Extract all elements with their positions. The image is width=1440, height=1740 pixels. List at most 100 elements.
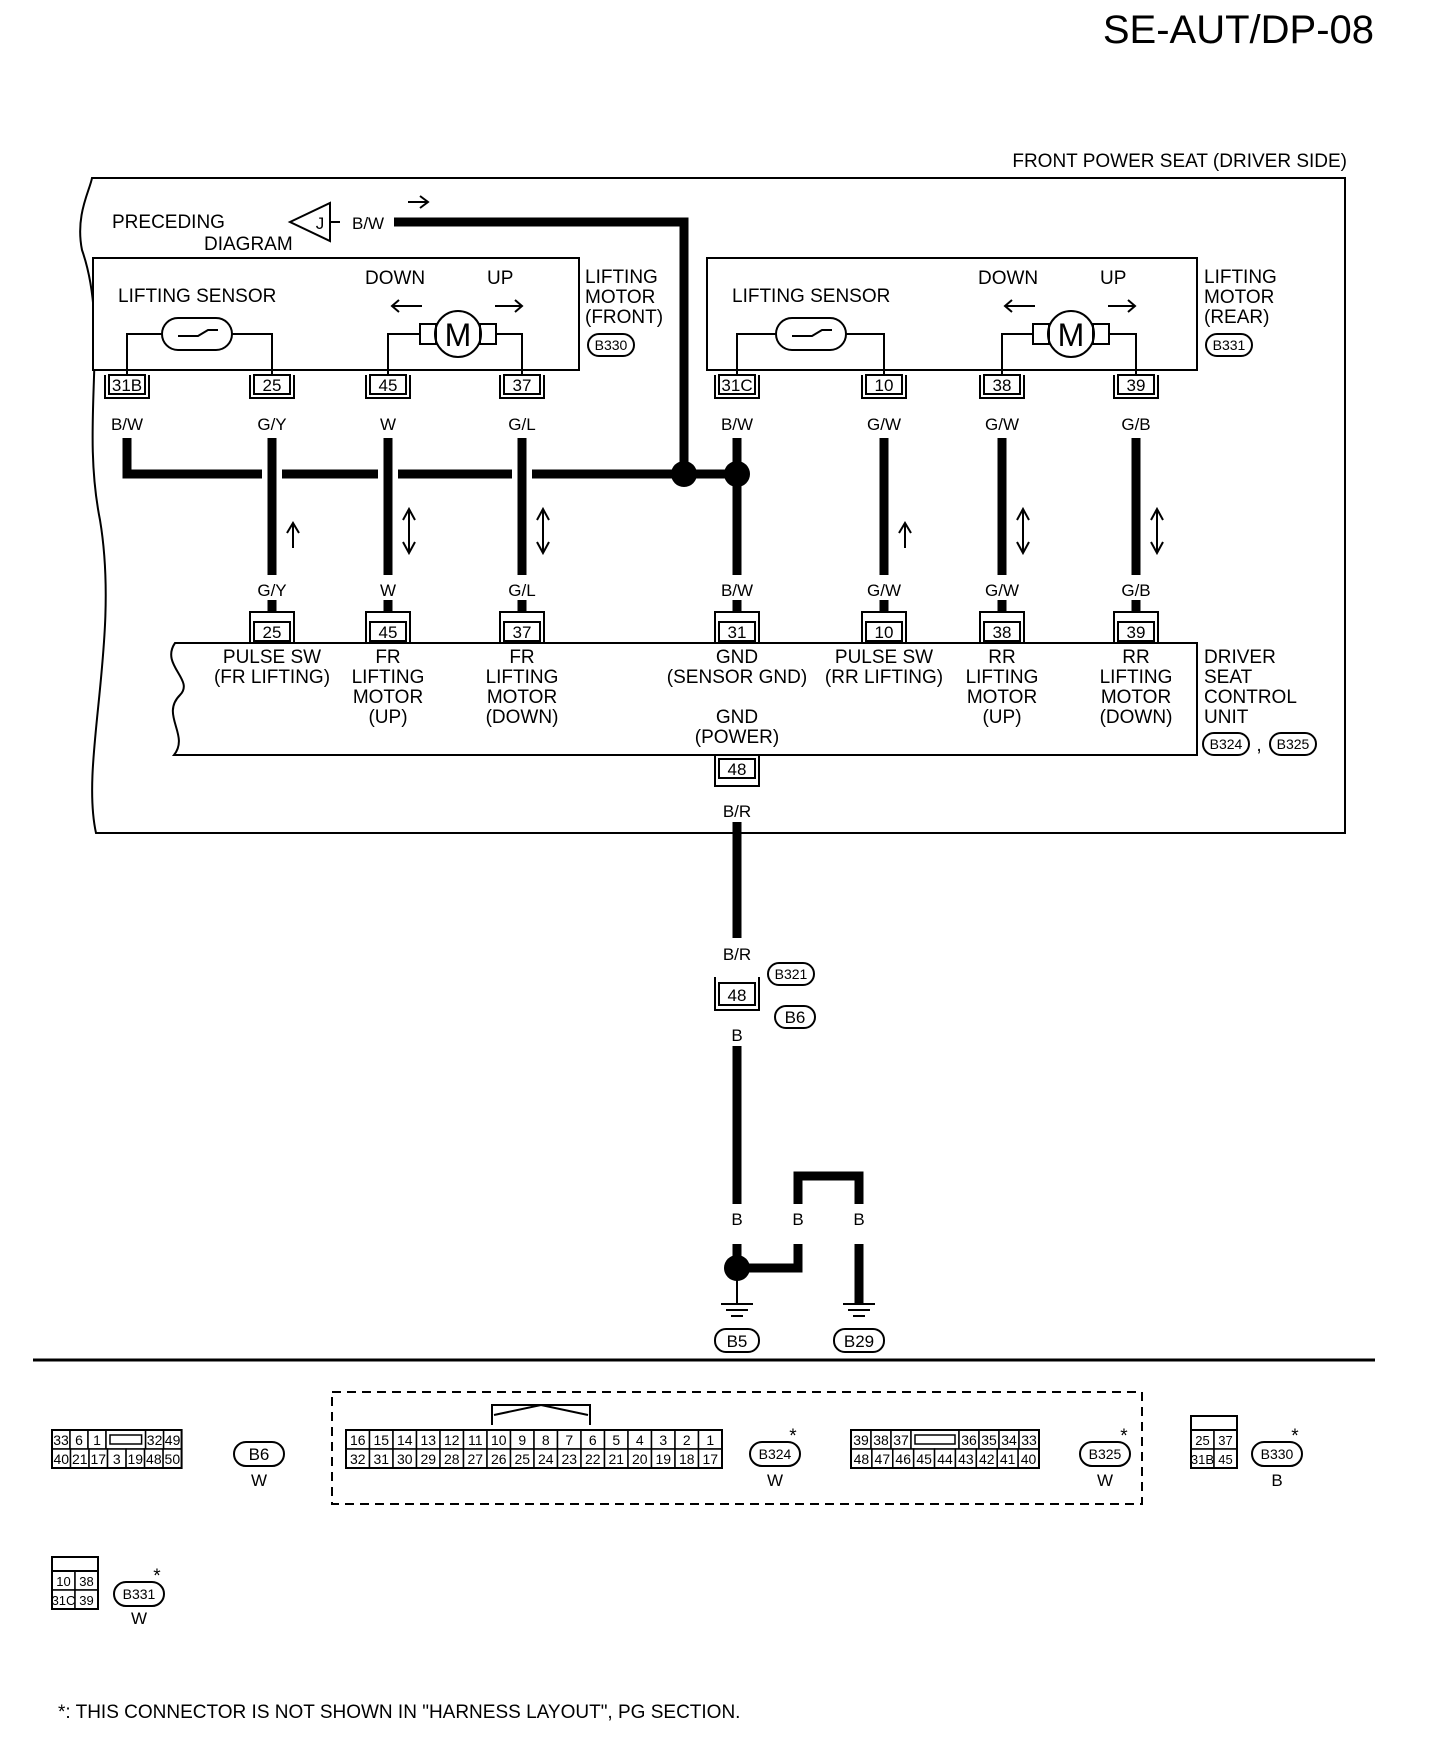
terminal-function-label: RR	[1122, 647, 1149, 668]
front-up-arrow	[495, 299, 524, 313]
svg-text:48: 48	[728, 986, 747, 1005]
rear-motor-terminal: 10	[861, 374, 907, 399]
control-unit-connector-tag	[1202, 732, 1250, 756]
rear-down-arrow	[1003, 299, 1035, 313]
svg-text:31B: 31B	[1191, 1452, 1214, 1467]
svg-text:21: 21	[608, 1451, 624, 1467]
control-unit-terminal: 45	[365, 611, 411, 643]
wire-b-bridge	[793, 1171, 864, 1204]
svg-text:2: 2	[683, 1432, 691, 1448]
svg-text:31C: 31C	[52, 1593, 76, 1608]
wire-b-jumper	[737, 1244, 803, 1273]
svg-text:8: 8	[542, 1432, 550, 1448]
terminal-function-label: MOTOR	[487, 687, 557, 708]
connector-face-id: B331	[123, 1586, 156, 1602]
control-unit-terminal: 25	[249, 611, 295, 643]
rear-motor-connector-tag	[1205, 333, 1253, 357]
connector-face-color: W	[251, 1471, 267, 1490]
svg-text:5: 5	[612, 1432, 620, 1448]
terminal-function-label: (SENSOR GND)	[667, 667, 807, 688]
wire-color-label: B/W	[721, 415, 753, 434]
front-motor-name-2: MOTOR	[585, 287, 655, 308]
svg-text:32: 32	[350, 1451, 366, 1467]
front-motor-terminal: 37	[499, 374, 545, 399]
control-unit-name: UNIT	[1204, 707, 1249, 728]
wire-color-label: B/W	[111, 415, 143, 434]
preceding-wire-color: B/W	[352, 214, 384, 233]
front-motor-name-1: LIFTING	[585, 267, 658, 288]
connector-face-id: B324	[759, 1446, 792, 1462]
footnote: *: THIS CONNECTOR IS NOT SHOWN IN "HARNE…	[58, 1702, 740, 1723]
svg-text:39: 39	[1127, 376, 1146, 395]
svg-text:10: 10	[491, 1432, 507, 1448]
svg-text:47: 47	[875, 1451, 891, 1467]
harness-connector-id: B321	[775, 966, 808, 982]
bidirectional-arrow	[1150, 506, 1164, 556]
svg-text:40: 40	[53, 1451, 69, 1467]
ground-point-tag	[833, 1328, 885, 1353]
terminal-function-label: MOTOR	[1101, 687, 1171, 708]
rear-lifting-motor-box	[706, 257, 1198, 371]
wire-color-label: G/B	[1121, 581, 1150, 600]
ground-icon	[721, 1280, 753, 1317]
svg-text:13: 13	[420, 1432, 436, 1448]
svg-text:37: 37	[1218, 1433, 1232, 1448]
connector-face-id: B325	[1089, 1446, 1122, 1462]
connector-face-color: W	[767, 1471, 783, 1490]
connector-group-frame	[331, 1391, 1143, 1505]
front-motor-terminal: 45	[365, 374, 411, 399]
connector-face-id: B330	[1261, 1446, 1294, 1462]
svg-text:20: 20	[632, 1451, 648, 1467]
ground-icon	[843, 1303, 875, 1317]
connector-face-color: W	[1097, 1471, 1113, 1490]
svg-text:27: 27	[467, 1451, 483, 1467]
terminal-function-label: (DOWN)	[1100, 707, 1173, 728]
page-code: SE-AUT/DP-08	[1103, 8, 1374, 52]
svg-text:25: 25	[263, 376, 282, 395]
driver-seat-control-unit-box	[170, 642, 1198, 756]
control-unit-terminal: 38	[979, 611, 1025, 643]
connector-star: *	[1291, 1426, 1299, 1447]
svg-text:11: 11	[468, 1432, 483, 1448]
svg-text:31: 31	[728, 623, 747, 642]
harness-connector-tag	[767, 962, 815, 986]
front-motor-leads	[387, 333, 523, 375]
sensor-ground-bus	[122, 438, 737, 479]
svg-text:28: 28	[444, 1451, 460, 1467]
preceding-label-line1: PRECEDING	[112, 212, 225, 233]
svg-text:19: 19	[128, 1451, 144, 1467]
connector-face-tag	[749, 1441, 801, 1467]
preceding-flow-arrow	[408, 195, 430, 209]
connector-lock-tab	[491, 1403, 591, 1425]
wire-color-label: B	[731, 1026, 742, 1045]
terminal-function-label: LIFTING	[352, 667, 425, 688]
svg-text:29: 29	[420, 1451, 436, 1467]
wire-color-label: G/Y	[257, 581, 286, 600]
bidirectional-arrow	[1016, 506, 1030, 556]
svg-text:48: 48	[146, 1451, 162, 1467]
control-unit-connector-id: B325	[1277, 736, 1310, 752]
wire-color-label: W	[380, 415, 396, 434]
section-border	[79, 177, 1346, 834]
connector-separator: ,	[1256, 735, 1261, 756]
svg-text:14: 14	[397, 1432, 413, 1448]
control-unit-connector-tag	[1269, 732, 1317, 756]
connector-face-tag	[113, 1581, 165, 1607]
svg-text:25: 25	[263, 623, 282, 642]
control-unit-terminal: 37	[499, 611, 545, 643]
front-sensor-label: LIFTING SENSOR	[118, 286, 276, 307]
wire-color-label: B/W	[721, 581, 753, 600]
splice-point	[671, 461, 697, 487]
section-title: FRONT POWER SEAT (DRIVER SIDE)	[1012, 151, 1347, 172]
preceding-connector-letter: J	[316, 214, 325, 233]
svg-text:6: 6	[75, 1432, 83, 1448]
rear-motor-terminal: 31C	[714, 374, 760, 399]
svg-text:46: 46	[895, 1451, 911, 1467]
svg-text:30: 30	[397, 1451, 413, 1467]
front-motor-connector-id: B330	[595, 337, 628, 353]
connector-face-color: W	[131, 1609, 147, 1628]
svg-text:24: 24	[538, 1451, 554, 1467]
terminal-function-label: PULSE SW	[835, 647, 933, 668]
harness-connector-tag	[774, 1005, 816, 1029]
connector-face-tag	[233, 1441, 285, 1467]
